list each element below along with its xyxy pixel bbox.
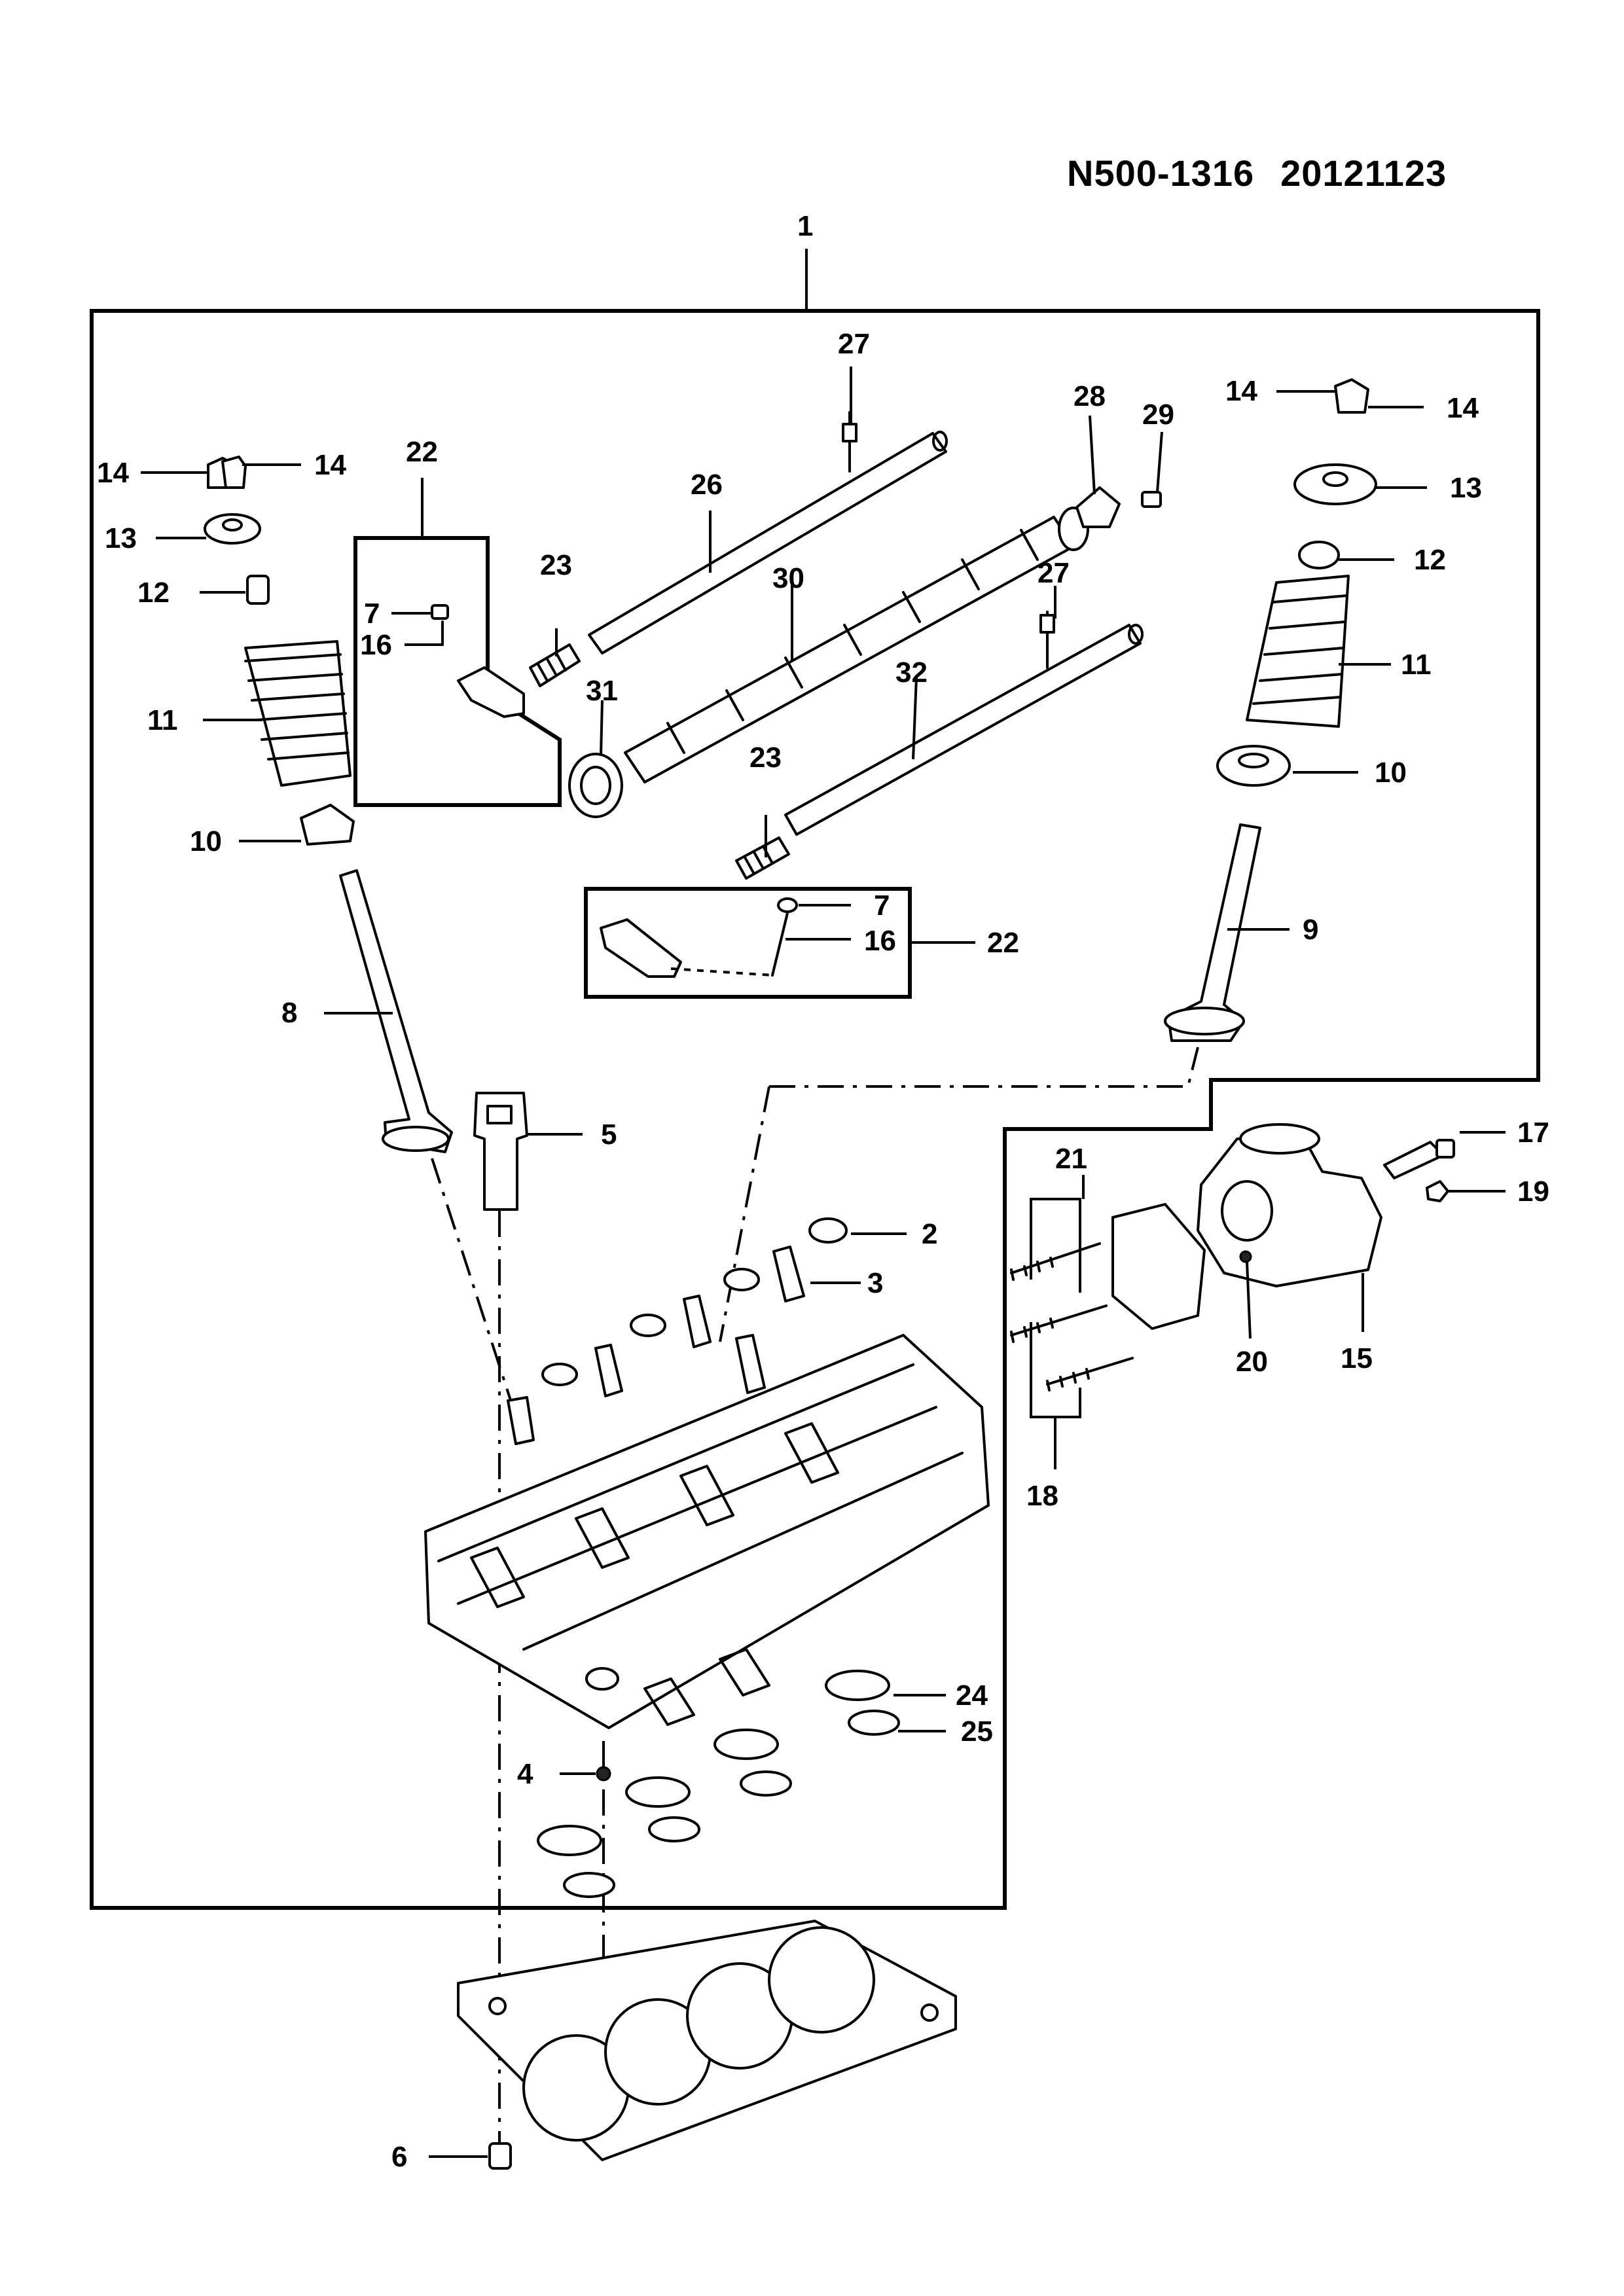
callout-23-upper: 23: [540, 549, 572, 581]
rocker-shaft-spring-upper: [529, 643, 581, 687]
callout-29: 29: [1142, 399, 1174, 431]
callout-14-left-b: 14: [314, 449, 346, 481]
valve-spring-seat-left: [300, 804, 355, 846]
valve-guide-left: [507, 1396, 535, 1445]
callout-19: 19: [1517, 1175, 1549, 1208]
callout-23-lower: 23: [749, 742, 782, 774]
callout-numbers: 1 2 3 4 5 6 7 7 8 9 10 10 11 11 12 12 13…: [97, 210, 1549, 2173]
thermostat-housing: [1197, 1123, 1382, 1287]
subassembly-22-upper-box: [353, 536, 562, 807]
callout-14-right-b: 14: [1447, 392, 1479, 424]
date-code: 20121123: [1280, 152, 1447, 194]
dowel-pin: [488, 2142, 512, 2170]
assembly-boundary: [90, 309, 1540, 1910]
valve-spring-retainer-right: [1293, 463, 1377, 505]
exhaust-valve: [1164, 823, 1261, 1042]
callout-32: 32: [895, 656, 928, 689]
centerline-valve: [719, 1086, 770, 1342]
callout-10-left: 10: [190, 825, 222, 857]
part-code: N500-1316: [1067, 152, 1255, 194]
thrust-plate: [1075, 486, 1121, 528]
thermostat-housing-bracket: [1111, 1203, 1206, 1330]
callout-11-left: 11: [147, 704, 178, 736]
callout-13-left: 13: [105, 522, 137, 554]
cylinder-head-bolt: [473, 1092, 528, 1211]
callout-28: 28: [1074, 380, 1106, 412]
valve-keepers-right: [1334, 378, 1369, 414]
callout-16-lower: 16: [864, 925, 896, 957]
housing-studs: [1010, 1242, 1134, 1391]
callout-2: 2: [922, 1218, 937, 1250]
callout-5: 5: [601, 1119, 617, 1151]
callout-14-left-a: 14: [97, 457, 129, 489]
callout-21: 21: [1055, 1143, 1087, 1175]
plug-4: [596, 1766, 611, 1782]
callout-15: 15: [1341, 1342, 1373, 1374]
diagram-code: N500-1316 20121123: [1067, 152, 1473, 194]
callout-22-lower: 22: [987, 927, 1019, 959]
callout-24: 24: [956, 1679, 988, 1712]
thrust-plate-bolt: [1141, 491, 1162, 508]
cylinder-head-gasket: [457, 1920, 957, 2161]
callout-22-upper: 22: [406, 436, 438, 468]
callout-25: 25: [961, 1715, 993, 1748]
callout-10-right: 10: [1375, 757, 1407, 789]
cylinder-head: [424, 1334, 990, 1729]
port-gaskets: [537, 1670, 900, 1898]
bracket-18: [1030, 1322, 1081, 1418]
callout-16-upper: 16: [360, 629, 392, 661]
callout-4: 4: [517, 1758, 533, 1790]
housing-gasket-20: [1239, 1250, 1252, 1263]
valve-keepers-left: [207, 456, 247, 489]
rocker-arm-upper: [431, 604, 525, 718]
temperature-sensor: [1383, 1139, 1455, 1179]
callout-7-upper: 7: [364, 598, 380, 630]
rocker-arm-lower: [600, 897, 798, 978]
valve-stem-seal-right: [1298, 541, 1340, 569]
callout-31: 31: [586, 675, 618, 707]
leader-lines: [141, 367, 1506, 2158]
callout-26: 26: [691, 469, 723, 501]
injector-sleeves: [594, 1246, 805, 1397]
centerline-intake-valve: [431, 1158, 518, 1421]
callout-17: 17: [1517, 1117, 1549, 1149]
callout-14-right-a: 14: [1225, 375, 1257, 407]
callout-7-lower: 7: [874, 889, 890, 922]
intake-valve: [339, 869, 453, 1153]
callout-8: 8: [281, 997, 297, 1029]
plug-2: [808, 1217, 848, 1244]
camshaft-oil-seal: [568, 753, 623, 818]
valve-stem-seal-left: [246, 575, 270, 605]
rocker-shaft-lower: [784, 624, 1144, 836]
rocker-screw-lower: [1039, 611, 1055, 669]
callout-20: 20: [1236, 1346, 1268, 1378]
callout-11-right: 11: [1401, 649, 1432, 681]
housing-bolt-19: [1426, 1180, 1449, 1202]
callout-9: 9: [1303, 914, 1318, 946]
camshaft: [624, 507, 1089, 783]
centerline-camshaft: [769, 1047, 1199, 1088]
callout-18: 18: [1026, 1480, 1058, 1512]
valve-spring-left: [244, 640, 352, 787]
rocker-shaft-spring-lower: [735, 836, 790, 880]
rocker-shaft-upper: [588, 431, 948, 655]
callout-27-upper: 27: [838, 328, 870, 360]
callout-30: 30: [772, 562, 804, 594]
callout-13-right: 13: [1450, 472, 1482, 504]
callout-12-left: 12: [137, 577, 170, 609]
callout-12-right: 12: [1414, 544, 1446, 576]
callout-27-lower: 27: [1038, 557, 1070, 589]
valve-spring-seat-right: [1216, 745, 1291, 787]
callout-1: 1: [797, 210, 813, 242]
callout-6: 6: [391, 2141, 407, 2173]
valve-spring-retainer-left: [204, 513, 261, 545]
valve-spring-right: [1246, 575, 1350, 728]
callout-3: 3: [867, 1267, 883, 1299]
cap-plugs: [541, 1268, 760, 1386]
bracket-21: [1030, 1198, 1081, 1293]
